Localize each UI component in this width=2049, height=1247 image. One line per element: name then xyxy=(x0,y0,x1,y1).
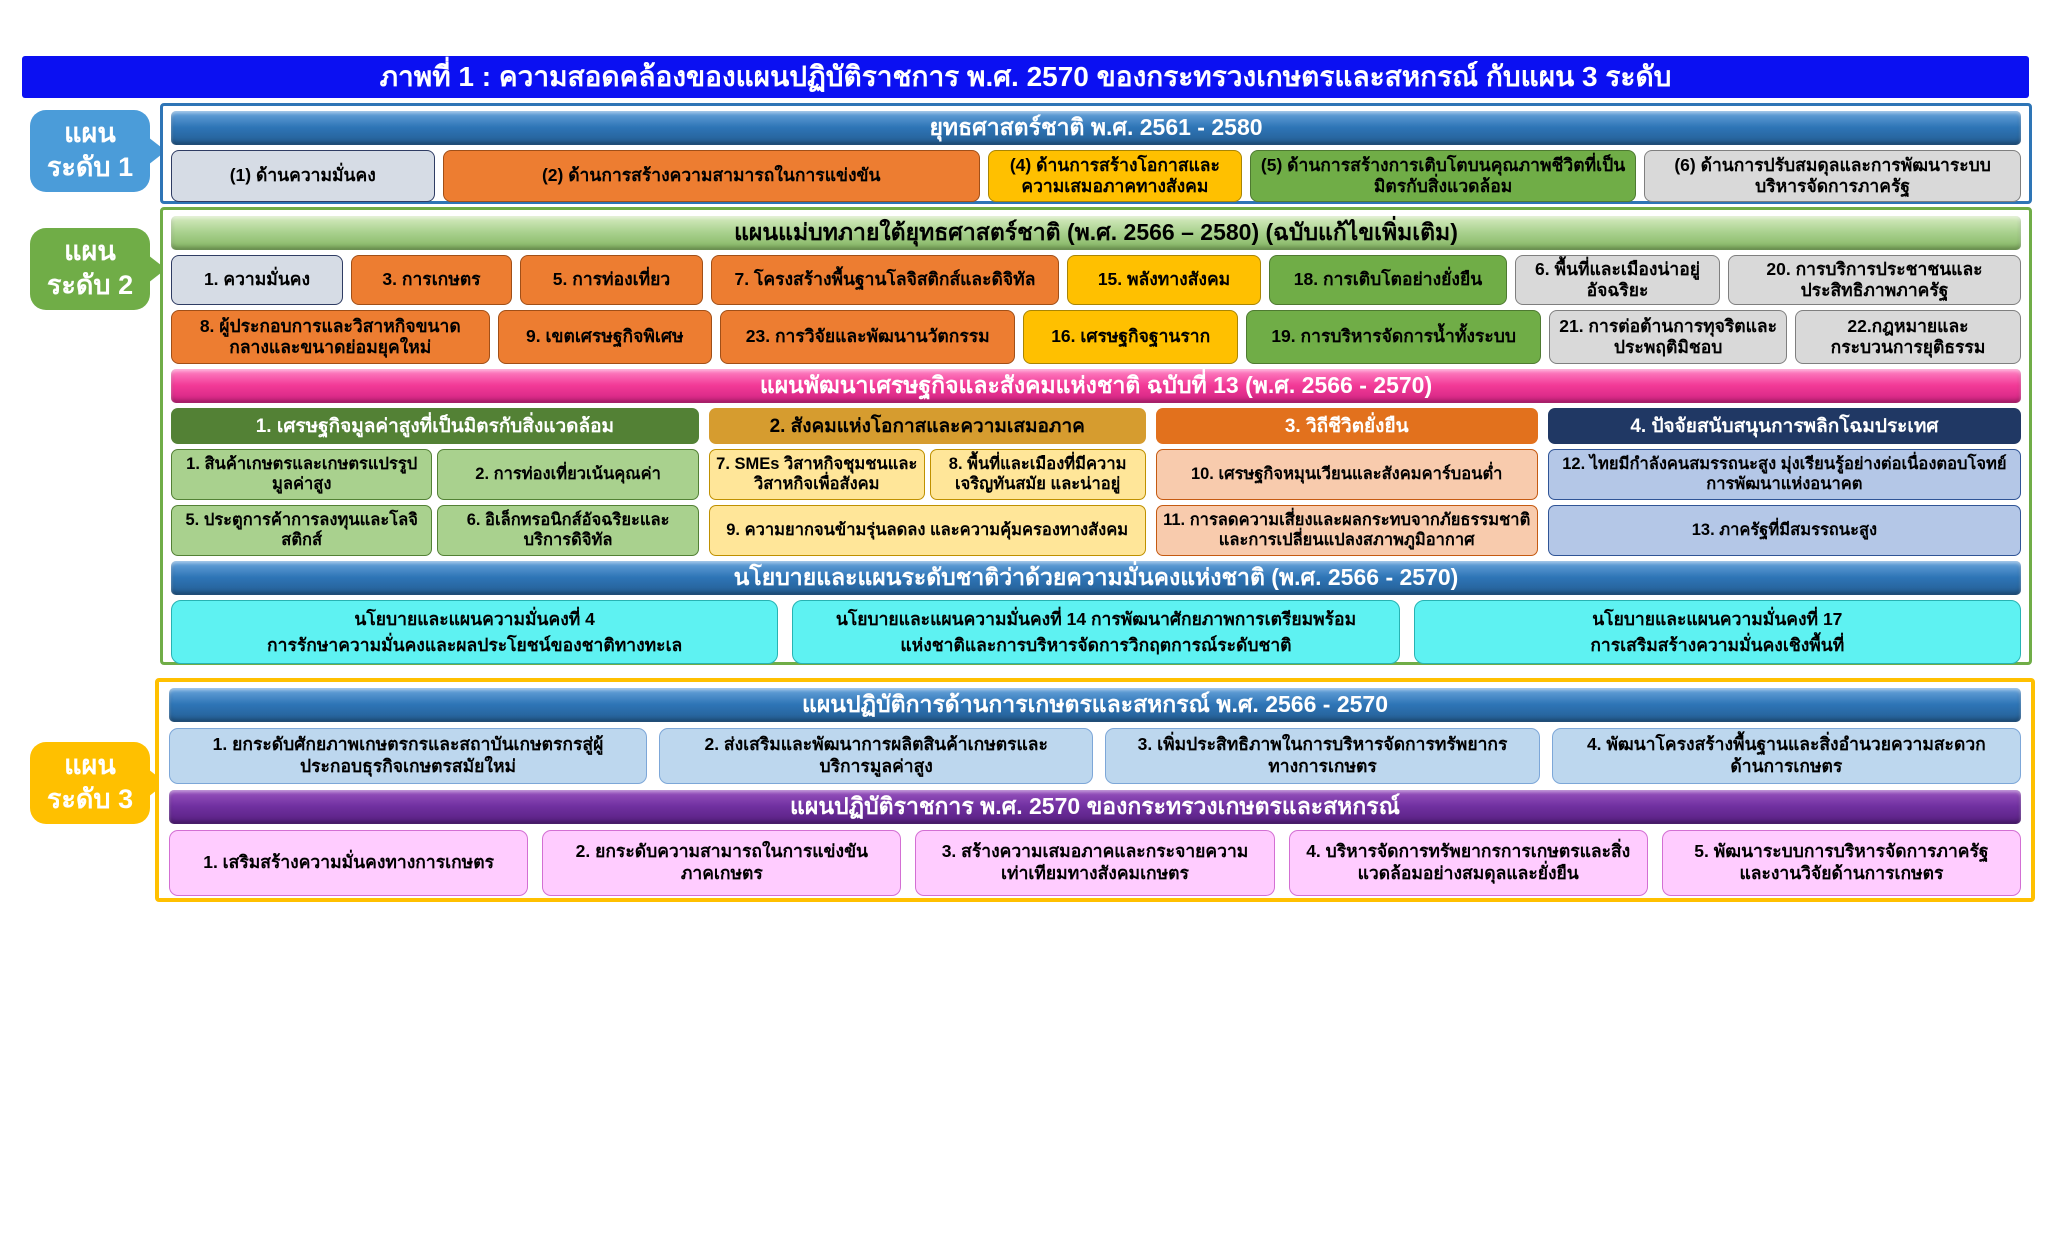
nesdp-col3-header: 3. วิถีชีวิตยั่งยืน xyxy=(1155,408,1538,444)
national-strategy-banner: ยุทธศาสตร์ชาติ พ.ศ. 2561 - 2580 xyxy=(171,111,2021,145)
nesdp-column-3: 3. วิถีชีวิตยั่งยืน 10. เศรษฐกิจหมุนเวีย… xyxy=(1155,408,1538,556)
security-box-17-line2: การเสริมสร้างความมั่นคงเชิงพื้นที่ xyxy=(1590,634,1845,655)
masterplan-row-2: 8. ผู้ประกอบการและวิสาหกิจขนาดกลางและขนา… xyxy=(171,310,2022,364)
nesdp-cell-13: 13. ภาครัฐที่มีสมรรถนะสูง xyxy=(1547,505,2021,556)
nesdp13-columns: 1. เศรษฐกิจมูลค่าสูงที่เป็นมิตรกับสิ่งแว… xyxy=(171,408,2021,556)
masterplan-box-21: 21. การต่อต้านการทุจริตและประพฤติมิชอบ xyxy=(1549,310,1787,364)
level1-tab: แผน ระดับ 1 xyxy=(30,110,150,192)
national-security-banner: นโยบายและแผนระดับชาติว่าด้วยความมั่นคงแห… xyxy=(171,561,2021,595)
nesdp13-banner: แผนพัฒนาเศรษฐกิจและสังคมแห่งชาติ ฉบับที่… xyxy=(171,369,2021,403)
security-box-14: นโยบายและแผนความมั่นคงที่ 14 การพัฒนาศัก… xyxy=(792,600,1400,664)
security-box-17-line1: นโยบายและแผนความมั่นคงที่ 17 xyxy=(1592,609,1843,630)
nesdp-col2-cells: 7. SMEs วิสาหกิจชุมชนและวิสาหกิจเพื่อสัง… xyxy=(708,449,1146,556)
strategy-box-security: (1) ด้านความมั่นคง xyxy=(171,150,435,202)
nesdp-column-4: 4. ปัจจัยสนับสนุนการพลิกโฉมประเทศ 12. ไท… xyxy=(1547,408,2021,556)
agri-box-4: 4. พัฒนาโครงสร้างพื้นฐานและสิ่งอำนวยความ… xyxy=(1551,728,2021,784)
masterplan-box-3: 3. การเกษตร xyxy=(351,255,512,305)
nesdp-col4-cells: 12. ไทยมีกำลังคนสมรรถนะสูง มุ่งเรียนรู้อ… xyxy=(1547,449,2021,556)
agri-action-plan-row: 1. ยกระดับศักยภาพเกษตรกรและสถาบันเกษตรกร… xyxy=(169,728,2021,784)
nesdp-cell-2: 2. การท่องเที่ยวเน้นคุณค่า xyxy=(437,449,699,500)
moac-box-1: 1. เสริมสร้างความมั่นคงทางการเกษตร xyxy=(169,830,529,896)
masterplan-box-20: 20. การบริการประชาชนและประสิทธิภาพภาครัฐ xyxy=(1728,255,2021,305)
nesdp-col2-header: 2. สังคมแห่งโอกาสและความเสมอภาค xyxy=(708,408,1146,444)
strategy-box-public-admin: (6) ด้านการปรับสมดุลและการพัฒนาระบบบริหา… xyxy=(1644,150,2021,202)
level1-tab-line1: แผน xyxy=(64,118,116,149)
level1-tab-line2: ระดับ 1 xyxy=(46,152,134,182)
level2-section: แผนแม่บทภายใต้ยุทธศาสตร์ชาติ (พ.ศ. 2566 … xyxy=(160,207,2032,665)
masterplan-box-18: 18. การเติบโตอย่างยั่งยืน xyxy=(1269,255,1507,305)
level2-tab-line2: ระดับ 2 xyxy=(46,270,134,300)
moac-box-3: 3. สร้างความเสมอภาคและกระจายความเท่าเทีย… xyxy=(915,830,1275,896)
page-title: ภาพที่ 1 : ความสอดคล้องของแผนปฏิบัติราชก… xyxy=(22,56,2029,98)
nesdp-col4-header: 4. ปัจจัยสนับสนุนการพลิกโฉมประเทศ xyxy=(1547,408,2021,444)
nesdp-col3-cells: 10. เศรษฐกิจหมุนเวียนและสังคมคาร์บอนต่ำ … xyxy=(1155,449,1538,556)
masterplan-box-22: 22.กฎหมายและกระบวนการยุติธรรม xyxy=(1794,310,2022,364)
agri-box-1: 1. ยกระดับศักยภาพเกษตรกรและสถาบันเกษตรกร… xyxy=(169,728,648,784)
masterplan-box-23: 23. การวิจัยและพัฒนานวัตกรรม xyxy=(720,310,1016,364)
level1-section: ยุทธศาสตร์ชาติ พ.ศ. 2561 - 2580 (1) ด้าน… xyxy=(160,103,2032,204)
security-box-4-line2: การรักษาความมั่นคงและผลประโยชน์ของชาติทา… xyxy=(267,634,683,655)
level3-section: แผนปฏิบัติการด้านการเกษตรและสหกรณ์ พ.ศ. … xyxy=(155,678,2035,902)
nesdp-cell-8: 8. พื้นที่และเมืองที่มีความเจริญทันสมัย … xyxy=(929,449,1146,500)
masterplan-banner: แผนแม่บทภายใต้ยุทธศาสตร์ชาติ (พ.ศ. 2566 … xyxy=(171,216,2021,250)
masterplan-box-7: 7. โครงสร้างพื้นฐานโลจิสติกส์และดิจิทัล xyxy=(711,255,1059,305)
strategy-box-green-growth: (5) ด้านการสร้างการเติบโตบนคุณภาพชีวิตที… xyxy=(1249,150,1637,202)
strategy-box-social-equality: (4) ด้านการสร้างโอกาสและความเสมอภาคทางสั… xyxy=(987,150,1242,202)
nesdp-cell-10: 10. เศรษฐกิจหมุนเวียนและสังคมคาร์บอนต่ำ xyxy=(1155,449,1538,500)
strategy-box-competitiveness: (2) ด้านการสร้างความสามารถในการแข่งขัน xyxy=(442,150,980,202)
nesdp-column-2: 2. สังคมแห่งโอกาสและความเสมอภาค 7. SMEs … xyxy=(708,408,1146,556)
nesdp-cell-6: 6. อิเล็กทรอนิกส์อัจฉริยะและบริการดิจิทั… xyxy=(437,505,699,556)
security-box-14-line2: แห่งชาติและการบริหารจัดการวิกฤตการณ์ระดั… xyxy=(900,634,1292,655)
masterplan-box-15: 15. พลังทางสังคม xyxy=(1067,255,1261,305)
nesdp-cell-7: 7. SMEs วิสาหกิจชุมชนและวิสาหกิจเพื่อสัง… xyxy=(708,449,925,500)
nesdp-column-1: 1. เศรษฐกิจมูลค่าสูงที่เป็นมิตรกับสิ่งแว… xyxy=(171,408,699,556)
moac-plan-row: 1. เสริมสร้างความมั่นคงทางการเกษตร 2. ยก… xyxy=(169,830,2022,896)
level3-tab-line1: แผน xyxy=(64,750,116,781)
moac-box-4: 4. บริหารจัดการทรัพยากรการเกษตรและสิ่งแว… xyxy=(1288,830,1648,896)
national-security-row: นโยบายและแผนความมั่นคงที่ 4 การรักษาความ… xyxy=(171,600,2021,664)
moac-box-5: 5. พัฒนาระบบการบริหารจัดการภาครัฐและงานว… xyxy=(1661,830,2022,896)
masterplan-box-19: 19. การบริหารจัดการน้ำทั้งระบบ xyxy=(1245,310,1542,364)
agri-action-plan-banner: แผนปฏิบัติการด้านการเกษตรและสหกรณ์ พ.ศ. … xyxy=(169,688,2021,722)
nesdp-cell-1: 1. สินค้าเกษตรและเกษตรแปรรูปมูลค่าสูง xyxy=(171,449,433,500)
nesdp-cell-5: 5. ประตูการค้าการลงทุนและโลจิสติกส์ xyxy=(171,505,433,556)
masterplan-box-9: 9. เขตเศรษฐกิจพิเศษ xyxy=(497,310,713,364)
level3-tab-line2: ระดับ 3 xyxy=(46,784,134,814)
masterplan-box-6: 6. พื้นที่และเมืองน่าอยู่อัจฉริยะ xyxy=(1515,255,1720,305)
masterplan-box-16: 16. เศรษฐกิจฐานราก xyxy=(1023,310,1238,364)
masterplan-row-1: 1. ความมั่นคง 3. การเกษตร 5. การท่องเที่… xyxy=(171,255,2021,305)
nesdp-cell-12: 12. ไทยมีกำลังคนสมรรถนะสูง มุ่งเรียนรู้อ… xyxy=(1547,449,2021,500)
nesdp-col1-header: 1. เศรษฐกิจมูลค่าสูงที่เป็นมิตรกับสิ่งแว… xyxy=(171,408,699,444)
nesdp-cell-9: 9. ความยากจนข้ามรุ่นลดลง และความคุ้มครอง… xyxy=(708,505,1146,556)
level2-tab-line1: แผน xyxy=(64,236,116,267)
nesdp-col1-cells: 1. สินค้าเกษตรและเกษตรแปรรูปมูลค่าสูง 2.… xyxy=(171,449,699,556)
masterplan-box-5: 5. การท่องเที่ยว xyxy=(520,255,703,305)
security-box-17: นโยบายและแผนความมั่นคงที่ 17 การเสริมสร้… xyxy=(1413,600,2021,664)
national-strategy-row: (1) ด้านความมั่นคง (2) ด้านการสร้างความส… xyxy=(171,150,2021,202)
moac-box-2: 2. ยกระดับความสามารถในการแข่งขันภาคเกษตร xyxy=(542,830,902,896)
security-box-4-line1: นโยบายและแผนความมั่นคงที่ 4 xyxy=(354,609,595,630)
nesdp-cell-11: 11. การลดความเสี่ยงและผลกระทบจากภัยธรรมช… xyxy=(1155,505,1538,556)
moac-plan-banner: แผนปฏิบัติราชการ พ.ศ. 2570 ของกระทรวงเกษ… xyxy=(169,790,2021,824)
masterplan-box-8: 8. ผู้ประกอบการและวิสาหกิจขนาดกลางและขนา… xyxy=(171,310,490,364)
security-box-14-line1: นโยบายและแผนความมั่นคงที่ 14 การพัฒนาศัก… xyxy=(835,609,1357,630)
masterplan-box-1: 1. ความมั่นคง xyxy=(171,255,343,305)
level2-tab: แผน ระดับ 2 xyxy=(30,228,150,310)
security-box-4: นโยบายและแผนความมั่นคงที่ 4 การรักษาความ… xyxy=(171,600,779,664)
level3-tab: แผน ระดับ 3 xyxy=(30,742,150,824)
agri-box-3: 3. เพิ่มประสิทธิภาพในการบริหารจัดการทรัพ… xyxy=(1105,728,1540,784)
agri-box-2: 2. ส่งเสริมและพัฒนาการผลิตสินค้าเกษตรและ… xyxy=(659,728,1094,784)
